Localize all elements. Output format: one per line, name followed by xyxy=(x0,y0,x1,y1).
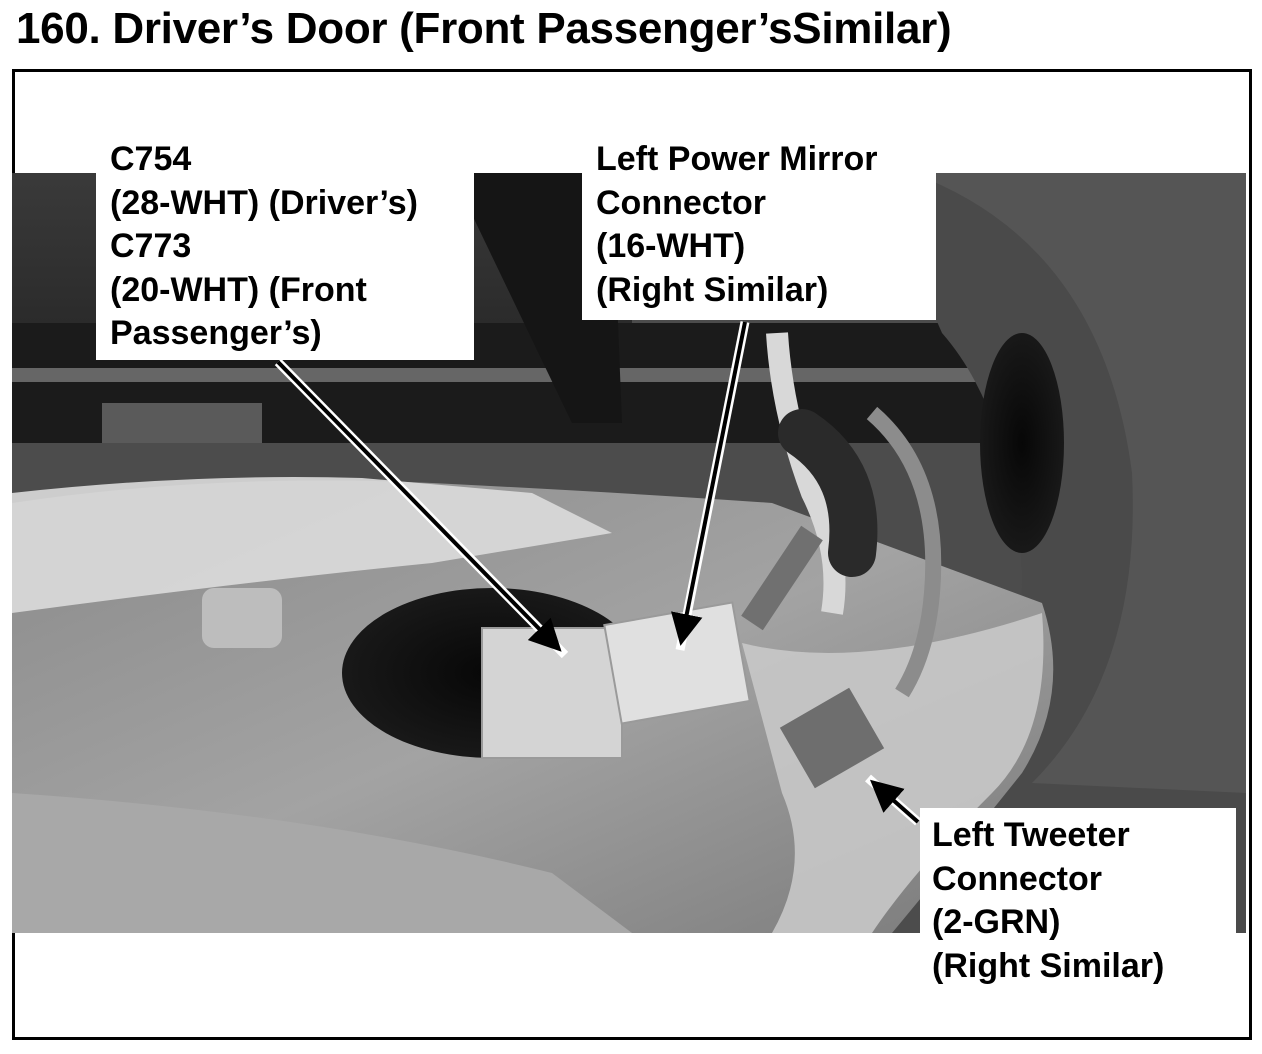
callout-line: Left Power Mirror xyxy=(596,140,878,178)
callout-line: (20-WHT) (Front xyxy=(110,270,367,309)
callout-line: C754 xyxy=(110,140,192,178)
callout-line: Left Tweeter xyxy=(932,816,1130,854)
callout-line: (2-GRN) xyxy=(932,903,1061,941)
callout-line: Connector xyxy=(932,859,1102,898)
callout-line: (Right Similar) xyxy=(596,270,829,309)
callout-line: (16-WHT) xyxy=(596,227,746,265)
callout-connector-c754-c773: C754 (28-WHT) (Driver’s) C773 (20-WHT) (… xyxy=(96,138,474,360)
page-title: 160. Driver’s Door (Front Passenger’sSim… xyxy=(16,4,952,53)
callout-line: (Right Similar) xyxy=(932,946,1165,985)
callout-line: C773 xyxy=(110,227,192,265)
callout-line: Passenger’s) xyxy=(110,314,322,352)
callout-line: (28-WHT) (Driver’s) xyxy=(110,183,418,222)
callout-left-power-mirror-connector: Left Power Mirror Connector (16-WHT) (Ri… xyxy=(582,138,936,320)
callout-line: Connector xyxy=(596,183,766,222)
callout-left-tweeter-connector: Left Tweeter Connector (2-GRN) (Right Si… xyxy=(920,808,1236,990)
